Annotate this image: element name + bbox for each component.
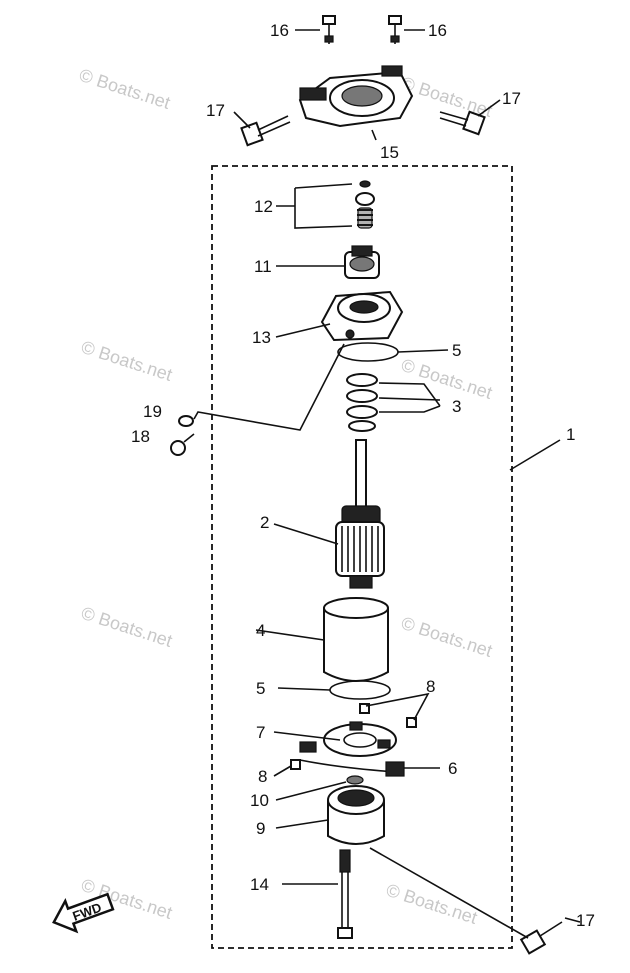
callout-13: 13 <box>252 328 271 347</box>
washer-10 <box>346 775 364 785</box>
callout-4: 4 <box>256 621 265 640</box>
callout-7: 7 <box>256 723 265 742</box>
screw-18 <box>170 433 195 456</box>
callout-17-bottom: 17 <box>576 911 595 930</box>
callout-18: 18 <box>131 427 150 446</box>
bolt-17-top-right <box>439 110 486 136</box>
watermark: © Boats.net <box>399 613 495 661</box>
callout-labels: 16 16 17 17 15 12 11 13 5 3 19 18 1 2 4 … <box>131 21 595 930</box>
watermark: © Boats.net <box>77 65 173 113</box>
armature-2 <box>335 439 385 589</box>
brush-8-b <box>406 717 417 728</box>
pinion-retainer-12 <box>294 180 375 229</box>
screw-16-right <box>388 15 402 44</box>
callout-19: 19 <box>143 402 162 421</box>
brush-holder-7 <box>299 721 397 773</box>
brush-8-a <box>359 703 370 714</box>
thrust-washers-3 <box>346 373 378 432</box>
callout-10: 10 <box>250 791 269 810</box>
through-bolt-14 <box>337 849 353 939</box>
watermark: © Boats.net <box>384 880 480 928</box>
callout-8-upper: 8 <box>426 677 435 696</box>
pinion-drive-11 <box>344 245 380 279</box>
screw-16-left <box>322 15 336 44</box>
callout-16-right: 16 <box>428 21 447 40</box>
callout-1: 1 <box>566 425 575 444</box>
front-bracket-13 <box>320 290 404 342</box>
terminal-6 <box>385 761 405 777</box>
callout-14: 14 <box>250 875 269 894</box>
callout-8-lower: 8 <box>258 767 267 786</box>
o-ring-5-upper <box>337 342 399 362</box>
bolt-17-bottom <box>519 921 563 955</box>
callout-17-top-right: 17 <box>502 89 521 108</box>
watermarks: © Boats.net © Boats.net © Boats.net © Bo… <box>77 65 495 928</box>
callout-16-left: 16 <box>270 21 289 40</box>
washer-19 <box>178 415 194 427</box>
callout-9: 9 <box>256 819 265 838</box>
fwd-label: FWD <box>71 900 104 924</box>
callout-15: 15 <box>380 143 399 162</box>
callout-5-lower: 5 <box>256 679 265 698</box>
bolt-17-top-left <box>240 115 291 147</box>
rear-cover-9 <box>327 785 385 845</box>
callout-2: 2 <box>260 513 269 532</box>
callout-5-upper: 5 <box>452 341 461 360</box>
callout-17-top-left: 17 <box>206 101 225 120</box>
yoke-4 <box>323 597 389 682</box>
watermark: © Boats.net <box>399 355 495 403</box>
leader-lines <box>193 29 581 939</box>
callout-12: 12 <box>254 197 273 216</box>
assembly-boundary <box>211 165 513 949</box>
watermark: © Boats.net <box>79 337 175 385</box>
end-cover-15 <box>298 65 414 128</box>
o-ring-5-lower <box>329 680 391 700</box>
brush-8-c <box>290 759 301 770</box>
callout-11: 11 <box>254 257 272 276</box>
callout-6: 6 <box>448 759 457 778</box>
watermark: © Boats.net <box>79 603 175 651</box>
callout-3: 3 <box>452 397 461 416</box>
